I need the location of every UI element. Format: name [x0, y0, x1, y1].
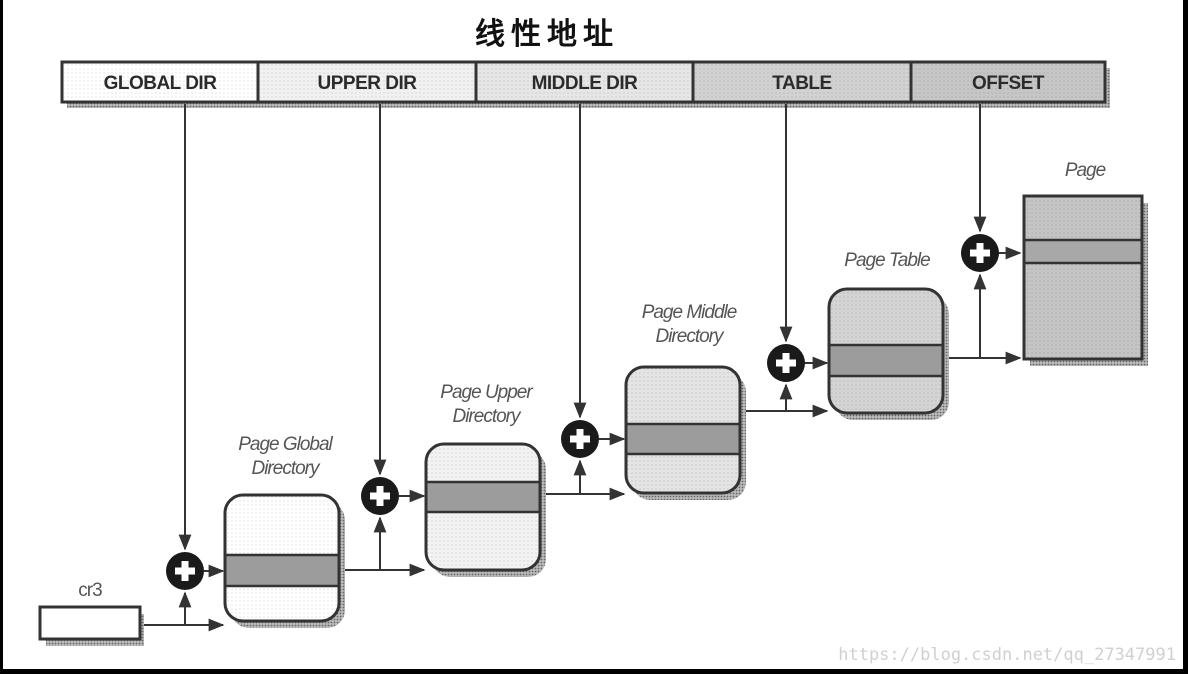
table-caption: Page Upper: [440, 382, 533, 403]
address-field-texture: [64, 64, 256, 100]
address-field-texture: [695, 64, 909, 100]
address-field-middle-dir: MIDDLE DIR: [474, 60, 695, 104]
cr3-register: cr3: [38, 580, 144, 646]
table-caption: Directory: [251, 458, 321, 479]
table-entry: [225, 553, 339, 588]
address-field-texture: [913, 64, 1103, 100]
address-field-label: UPPER DIR: [318, 73, 418, 94]
plus-icon-v: [181, 561, 189, 581]
address-field-global-dir: GLOBAL DIR: [60, 60, 260, 104]
adder-1: [166, 552, 204, 590]
table-outline: [424, 442, 542, 572]
table-entry: [829, 343, 943, 378]
address-field-label: OFFSET: [972, 73, 1045, 94]
table-outline: [223, 493, 341, 623]
address-field-label: GLOBAL DIR: [104, 73, 218, 94]
address-field-label: MIDDLE DIR: [532, 73, 639, 94]
address-field-table: TABLE: [691, 60, 913, 104]
cr3-box: [38, 605, 142, 641]
table-caption: Directory: [655, 326, 725, 347]
address-field-texture: [478, 64, 691, 100]
address-field-offset: OFFSET: [909, 60, 1107, 104]
table-texture: [1024, 196, 1142, 359]
table-entry: [626, 422, 740, 456]
plus-icon-v: [376, 486, 384, 506]
connectors: [144, 104, 1022, 632]
address-field-upper-dir: UPPER DIR: [256, 60, 478, 104]
table-caption: Page Middle: [642, 302, 737, 323]
page-table: Page Table: [827, 250, 949, 420]
adder-4: [767, 344, 805, 382]
adders: [166, 234, 999, 590]
diagram-canvas: 线性地址 GLOBAL DIR UPPER DIR MIDDLE DIR TABLE O…: [3, 0, 1183, 669]
address-field-texture: [260, 64, 474, 100]
page: Page: [1022, 160, 1148, 366]
table-caption: Page: [1065, 160, 1106, 181]
diagram-title: 线性地址: [475, 17, 619, 52]
table-entry: [426, 480, 540, 514]
table-caption: Page Table: [844, 250, 930, 271]
table-caption: Page Global: [238, 434, 333, 455]
adder-3: [561, 420, 599, 458]
table-outline: [624, 365, 742, 495]
paging-diagram: 线性地址 GLOBAL DIR UPPER DIR MIDDLE DIR TABLE O…: [38, 17, 1176, 665]
plus-icon-v: [576, 429, 584, 449]
address-field-label: TABLE: [772, 73, 831, 94]
table-outline: [827, 287, 945, 415]
table-caption: Directory: [452, 406, 522, 427]
table-entry: [1024, 238, 1142, 265]
table-outline: [1022, 194, 1144, 361]
adder-5: [961, 234, 999, 272]
adder-2: [361, 477, 399, 515]
watermark: https://blog.csdn.net/qq_27347991: [838, 645, 1176, 665]
plus-icon-v: [976, 243, 984, 263]
cr3-label: cr3: [78, 580, 102, 601]
linear-address-bar: GLOBAL DIR UPPER DIR MIDDLE DIR TABLE OFFSET: [60, 60, 1110, 108]
plus-icon-v: [782, 353, 790, 373]
